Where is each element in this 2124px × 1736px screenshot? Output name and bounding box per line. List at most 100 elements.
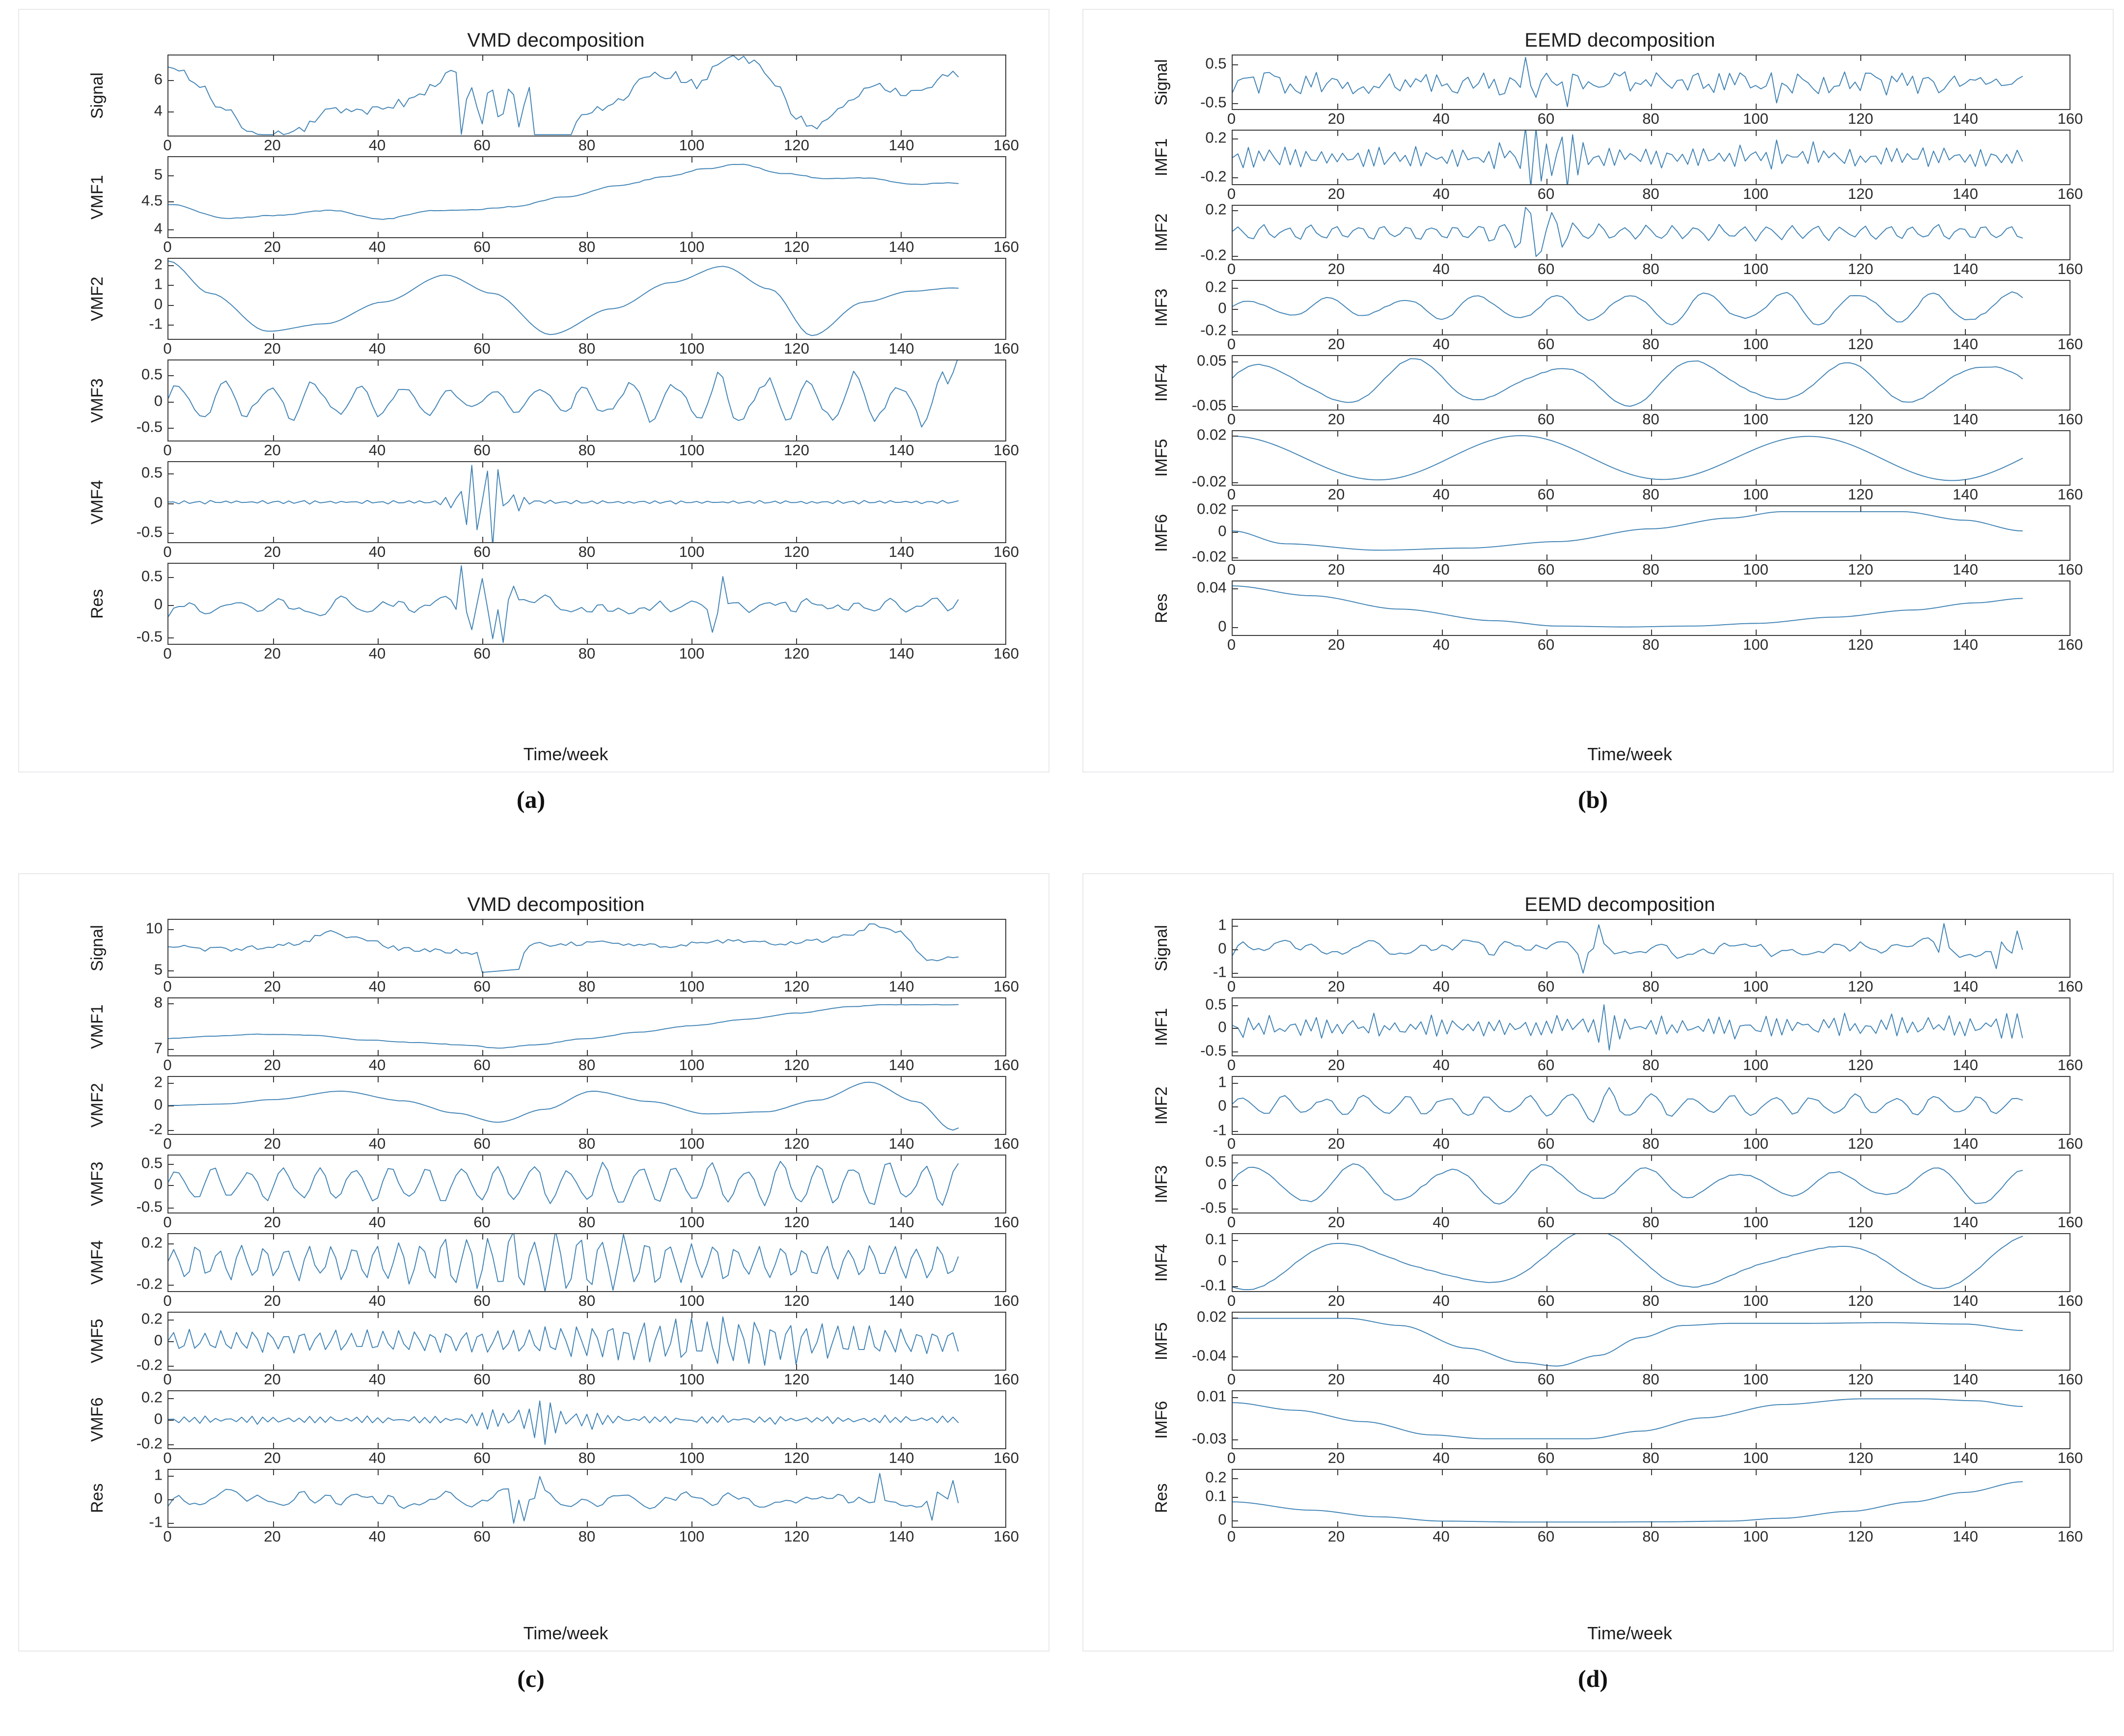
xtick-mark-bottom xyxy=(1337,1207,1338,1212)
xtick-label: 20 xyxy=(264,1449,281,1466)
xtick-mark-top xyxy=(796,1156,797,1161)
xtick-mark-bottom xyxy=(587,1364,588,1370)
xtick-mark-bottom xyxy=(1860,479,1861,485)
data-trace-vmf4 xyxy=(168,1234,958,1291)
xtick-label: 160 xyxy=(993,645,1019,662)
ylabel-b-imf1: IMF1 xyxy=(1152,138,1171,177)
xtick-mark-top xyxy=(1651,1470,1652,1475)
xtick-mark-top xyxy=(796,1313,797,1318)
xtick-mark-bottom xyxy=(1964,1443,1966,1448)
ytick-label: 0.2 xyxy=(141,1388,163,1406)
xtick-mark-bottom xyxy=(1441,971,1443,977)
xtick-label: 100 xyxy=(1743,335,1768,353)
trace-svg xyxy=(1233,998,2069,1055)
xtick-label: 160 xyxy=(993,1371,1019,1388)
xtick-mark-top xyxy=(1860,1313,1861,1318)
xtick-mark-top xyxy=(1860,998,1861,1004)
xtick-mark-bottom xyxy=(1860,971,1861,977)
ytick-mark xyxy=(1232,255,1238,257)
xtick-mark-top xyxy=(1441,1313,1443,1318)
axes-c-res xyxy=(167,1469,1006,1528)
xtick-label: 60 xyxy=(1537,486,1555,503)
ytick-label: 0.05 xyxy=(1197,352,1227,369)
xtick-mark-top xyxy=(482,1077,483,1082)
xtick-mark-bottom xyxy=(273,1521,274,1527)
xtick-label: 20 xyxy=(1327,1292,1345,1309)
ytick-mark xyxy=(168,473,174,475)
xtick-label: 80 xyxy=(578,1449,596,1466)
xtick-mark-bottom xyxy=(378,1129,379,1134)
xtick-mark-top xyxy=(1964,206,1966,211)
xtick-mark-bottom xyxy=(587,1050,588,1055)
xtick-label: 120 xyxy=(784,1528,809,1545)
xtick-mark-bottom xyxy=(901,1521,902,1527)
xtick-mark-bottom xyxy=(482,1207,483,1212)
xtick-mark-top xyxy=(1337,581,1338,587)
data-trace-imf6 xyxy=(1233,512,2022,550)
xtick-mark-top xyxy=(1441,920,1443,925)
trace-svg xyxy=(1233,1391,2069,1448)
xtick-label: 20 xyxy=(264,441,281,459)
ytick-label: 5 xyxy=(154,165,163,183)
ytick-mark xyxy=(1232,1162,1238,1164)
xtick-label: 160 xyxy=(993,1292,1019,1309)
xtick-mark-bottom xyxy=(1441,1521,1443,1527)
axes-d-imf4 xyxy=(1231,1233,2070,1292)
xtick-mark-bottom xyxy=(1337,554,1338,560)
xtick-mark-top xyxy=(1337,131,1338,136)
ytick-mark xyxy=(1232,509,1238,511)
ytick-label: 0 xyxy=(1218,939,1227,957)
xtick-mark-top xyxy=(1964,356,1966,361)
xtick-mark-bottom xyxy=(1964,1364,1966,1370)
xtick-mark-top xyxy=(273,564,274,569)
xtick-label: 120 xyxy=(784,340,809,357)
xtick-mark-bottom xyxy=(273,232,274,237)
xtick-mark-bottom xyxy=(691,537,692,542)
ytick-mark xyxy=(1232,1520,1238,1522)
xtick-mark-bottom xyxy=(691,1286,692,1291)
xtick-mark-top xyxy=(1337,1156,1338,1161)
xtick-mark-bottom xyxy=(1337,479,1338,485)
xtick-mark-bottom xyxy=(273,435,274,441)
ytick-mark xyxy=(1232,1261,1238,1263)
trace-svg xyxy=(168,1391,1005,1448)
xtick-mark-top xyxy=(1964,281,1966,286)
xtick-label: 120 xyxy=(1848,110,1874,127)
xtick-label: 80 xyxy=(578,1213,596,1231)
xtick-label: 100 xyxy=(1743,1528,1768,1545)
xtick-mark-top xyxy=(691,360,692,366)
xtick-label: 140 xyxy=(888,238,914,255)
xtick-mark-bottom xyxy=(378,1050,379,1055)
xtick-label: 0 xyxy=(1227,185,1236,202)
xtick-label: 140 xyxy=(1953,1371,1978,1388)
ytick-mark xyxy=(168,1083,174,1084)
xtick-mark-top xyxy=(378,1234,379,1240)
data-trace-res xyxy=(1233,1482,2022,1522)
xtick-mark-top xyxy=(1337,55,1338,61)
xtick-label: 100 xyxy=(679,1213,705,1231)
xtick-mark-bottom xyxy=(1441,254,1443,259)
xtick-mark-bottom xyxy=(691,971,692,977)
ytick-label: -0.2 xyxy=(136,1356,163,1374)
xtick-mark-top xyxy=(1441,1234,1443,1240)
xtick-mark-bottom xyxy=(1337,1364,1338,1370)
xtick-mark-top xyxy=(1546,998,1547,1004)
xtick-mark-bottom xyxy=(587,130,588,136)
xtick-label: 0 xyxy=(163,1213,172,1231)
xtick-label: 80 xyxy=(1642,561,1659,578)
xtick-mark-bottom xyxy=(1441,1286,1443,1291)
xtick-label: 100 xyxy=(679,1371,705,1388)
xtick-mark-top xyxy=(901,920,902,925)
ytick-label: 4.5 xyxy=(141,192,163,209)
ytick-mark xyxy=(168,1419,174,1421)
ytick-label: 4 xyxy=(154,220,163,237)
xtick-mark-bottom xyxy=(1964,254,1966,259)
ytick-mark xyxy=(168,929,174,931)
xtick-label: 60 xyxy=(1537,335,1555,353)
